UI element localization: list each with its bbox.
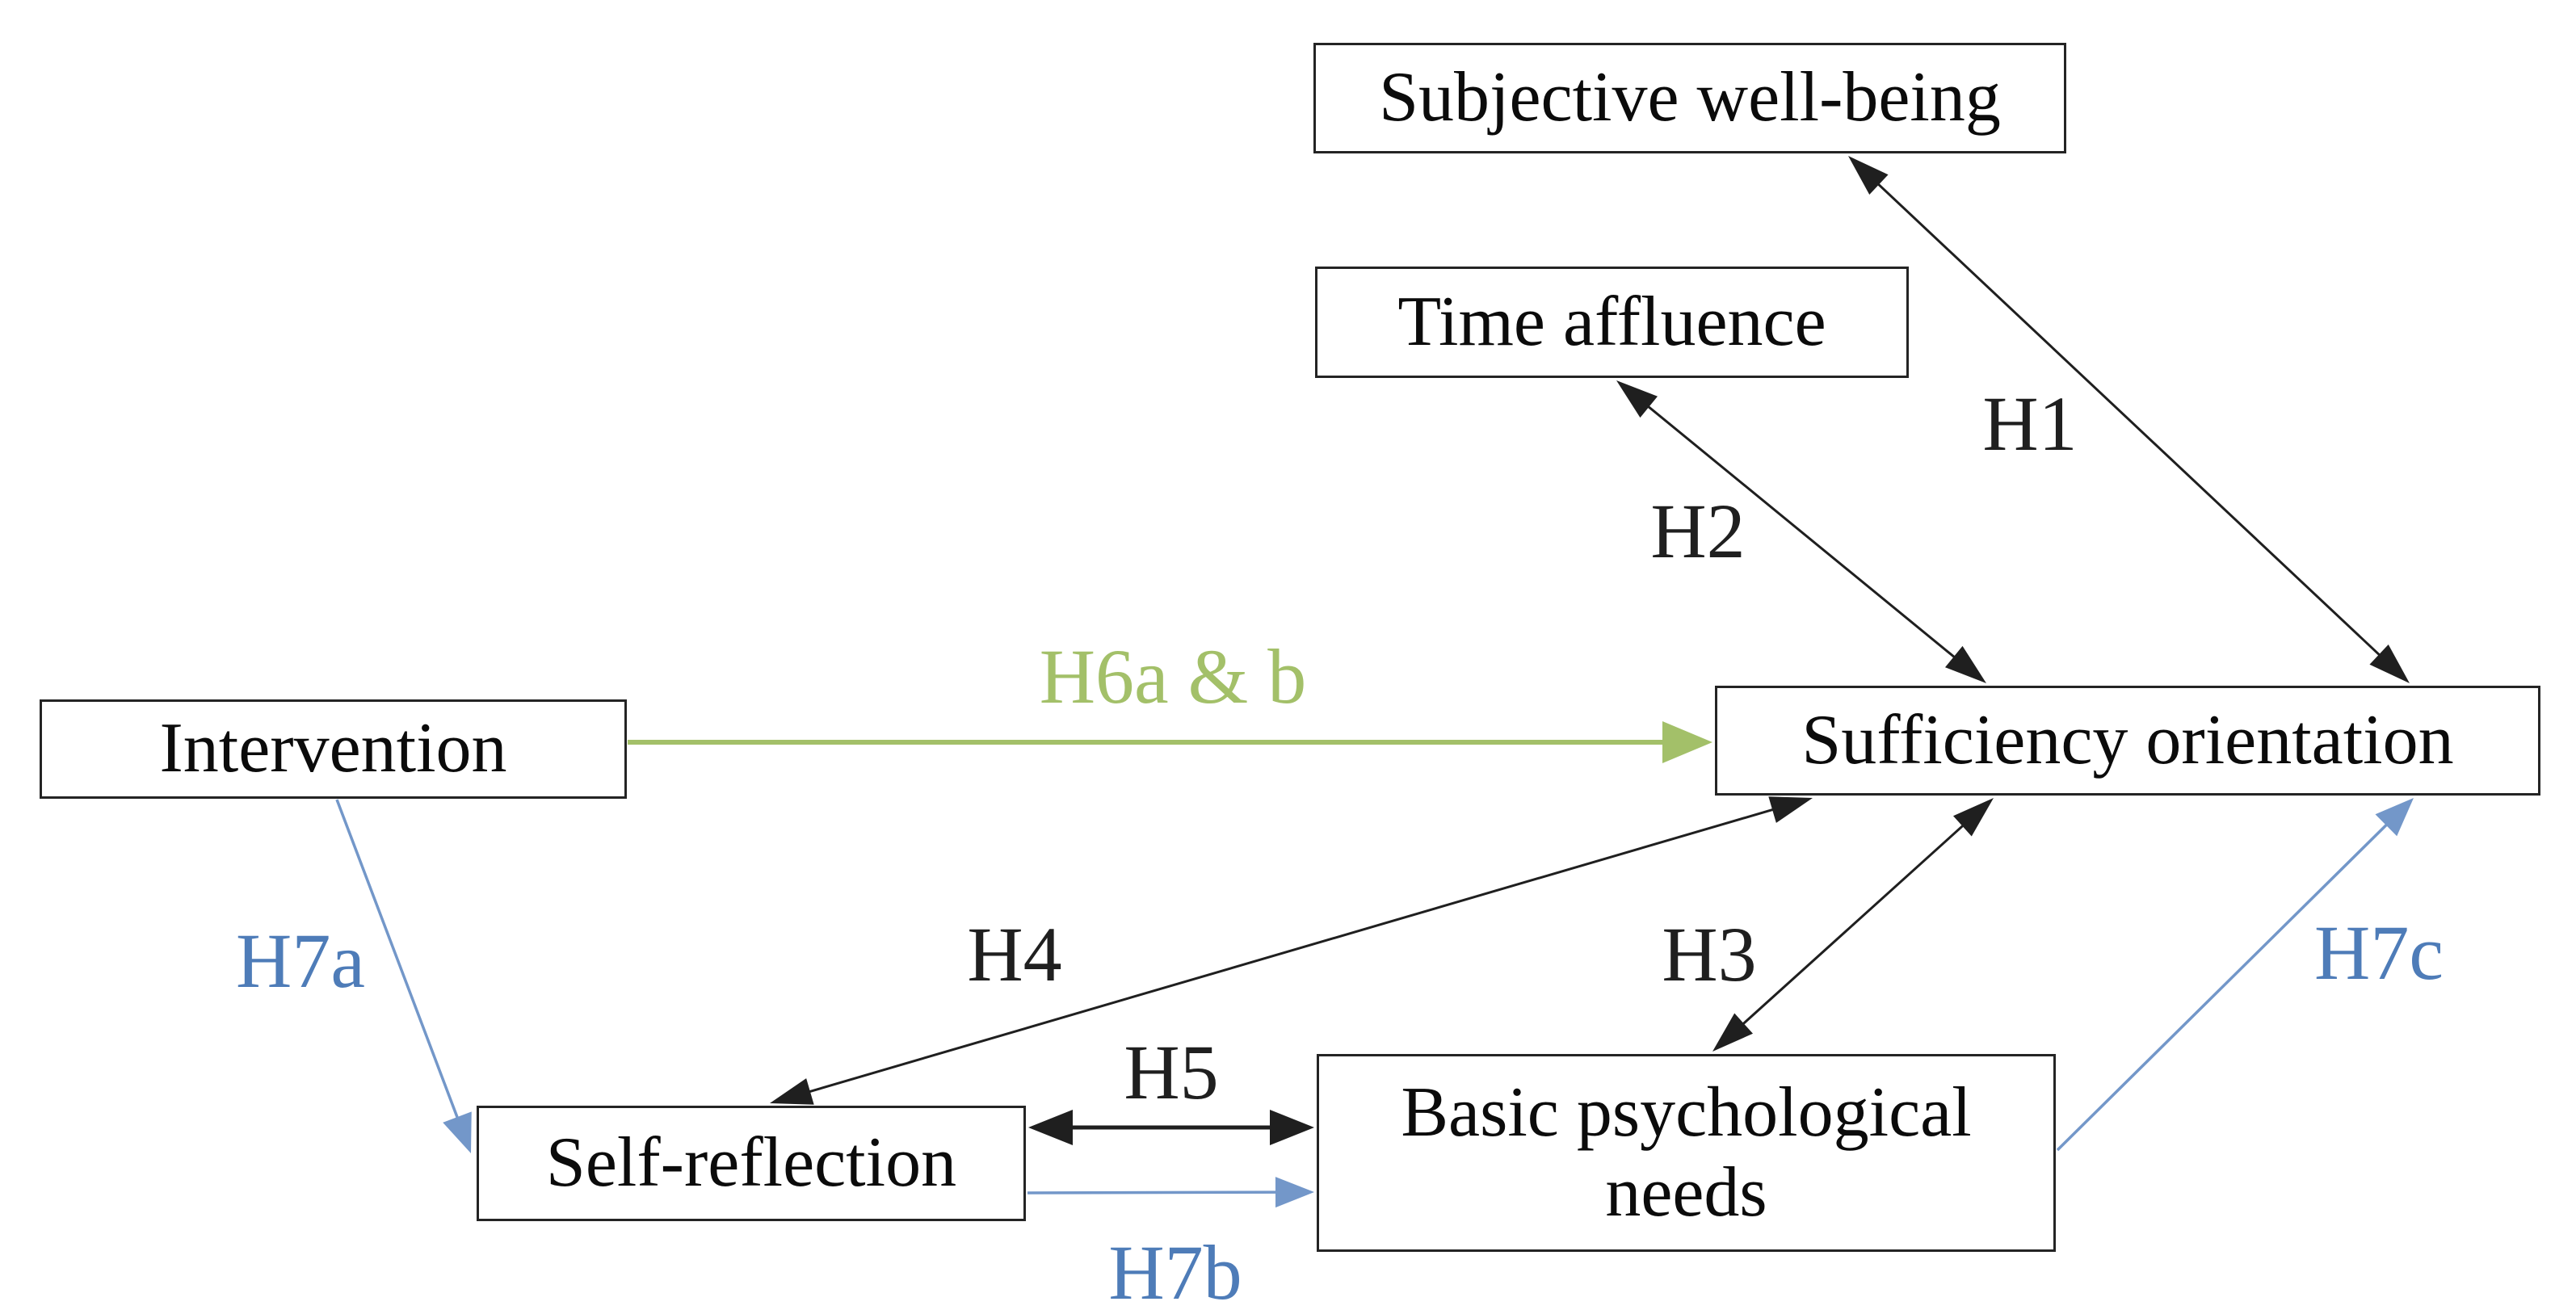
node-subjective-well-being: Subjective well-being — [1313, 43, 2066, 153]
node-time-affluence-label: Time affluence — [1397, 282, 1826, 361]
node-self-reflection: Self-reflection — [477, 1106, 1026, 1221]
node-intervention: Intervention — [40, 699, 627, 799]
edge-h7b — [1027, 1177, 1314, 1208]
edge-label-h6a-b: H6a & b — [1039, 633, 1307, 720]
edge-label-h7a: H7a — [236, 917, 365, 1004]
node-basic-psychological-needs-label: Basic psychological needs — [1401, 1073, 1972, 1232]
edge-label-h2: H2 — [1650, 488, 1746, 574]
edge-label-h7c: H7c — [2314, 909, 2444, 996]
node-sufficiency-orientation-label: Sufficiency orientation — [1801, 700, 2454, 779]
edge-label-h3: H3 — [1662, 911, 1757, 997]
edge-h1 — [1848, 156, 2410, 683]
node-self-reflection-label: Self-reflection — [545, 1123, 957, 1203]
node-basic-psychological-needs: Basic psychological needs — [1317, 1054, 2056, 1252]
node-time-affluence: Time affluence — [1315, 267, 1909, 378]
node-subjective-well-being-label: Subjective well-being — [1379, 58, 2001, 137]
node-intervention-label: Intervention — [159, 709, 507, 788]
edge-label-h7b: H7b — [1108, 1229, 1242, 1310]
edge-h6 — [628, 721, 1712, 763]
edge-label-h4: H4 — [967, 911, 1062, 997]
edge-label-h1: H1 — [1982, 380, 2078, 467]
node-sufficiency-orientation: Sufficiency orientation — [1715, 686, 2540, 796]
edge-label-h5: H5 — [1124, 1029, 1219, 1115]
